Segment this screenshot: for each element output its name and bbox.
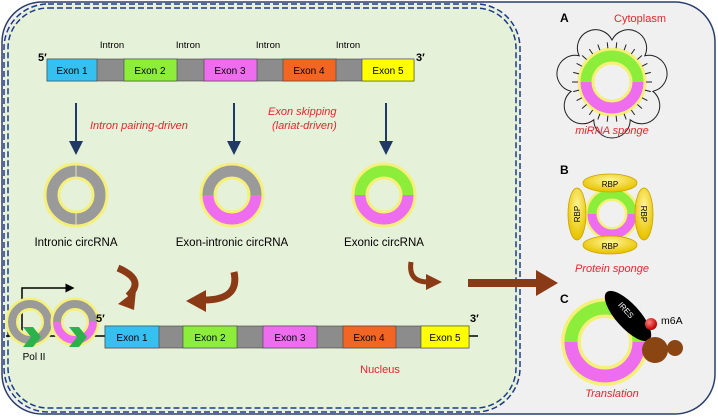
pol-ii-icon-2 <box>69 327 87 347</box>
gene-exon-4 <box>282 58 337 82</box>
gene-exon-3-label: Exon 3 <box>214 66 246 77</box>
mirna-binding-tick <box>637 55 643 60</box>
mirna-binding-tick <box>597 44 601 51</box>
tx-exon-2-label: Exon 2 <box>194 333 226 344</box>
mirna-binding-tick <box>641 97 648 102</box>
intron-label-1: Intron <box>100 40 124 51</box>
intronic-circrna-label: Intronic circRNA <box>34 237 117 249</box>
ribosome-large <box>642 337 668 363</box>
function-c-letter: C <box>560 292 569 306</box>
tx-exon-4-label: Exon 4 <box>353 333 385 344</box>
tx-exon-5-label: Exon 5 <box>429 333 461 344</box>
m6a-mark <box>645 318 657 330</box>
mirna-binding-tick <box>641 62 648 67</box>
gene-exon-5-label: Exon 5 <box>372 66 404 77</box>
rbp-top <box>582 173 638 193</box>
promoter-arrow <box>21 283 75 336</box>
gene-exon-4-label: Exon 4 <box>293 66 325 77</box>
tx-3prime-label: 3′ <box>470 313 479 325</box>
rbp-left-label: RBP <box>573 206 582 222</box>
function-b-letter: B <box>560 163 569 177</box>
rbp-left <box>567 187 587 241</box>
function-c-translation: C IRES m6A Translation <box>560 290 683 400</box>
mirna-binding-tick <box>576 62 583 67</box>
intron-pairing-label: Intron pairing-driven <box>90 120 188 132</box>
intron-label-3: Intron <box>256 40 280 51</box>
mirna-binding-tick <box>637 104 643 109</box>
mirna-binding-tick <box>644 71 651 75</box>
exon-intronic-circrna-label: Exon-intronic circRNA <box>176 237 289 249</box>
rbp-top-label: RBP <box>602 180 618 189</box>
tx-exon-3 <box>262 325 318 349</box>
cytoplasm-label: Cytoplasm <box>614 13 666 25</box>
intron-label-4: Intron <box>336 40 360 51</box>
mirna-binding-tick <box>588 48 594 55</box>
function-b-label: Protein sponge <box>575 263 649 275</box>
exonic-circrna-label: Exonic circRNA <box>344 237 424 249</box>
gene-5prime-label: 5′ <box>38 52 47 64</box>
mirna-binding-tick <box>615 42 618 49</box>
intronic-circrna <box>43 162 109 228</box>
gene-exon-2 <box>123 58 178 82</box>
mirna-binding-tick <box>581 55 587 60</box>
nucleus-label: Nucleus <box>360 364 400 376</box>
ires-element <box>604 290 652 342</box>
gene-3prime-label: 3′ <box>416 52 425 64</box>
mirna-binding-tick <box>623 113 627 120</box>
mirna-binding-tick <box>606 115 609 122</box>
mirna-binding-tick <box>588 109 594 116</box>
mirna-binding-tick <box>597 113 601 120</box>
function-b-protein-sponge: B RBP RBP RBP RBP Protein sponge <box>560 163 654 275</box>
mirna-binding-tick <box>630 48 636 55</box>
tx-exon-1 <box>104 325 160 349</box>
lariat-driven-label: (lariat-driven) <box>272 120 337 132</box>
pol-ii-icon <box>23 327 41 347</box>
exonic-circrna <box>351 162 417 228</box>
rbp-bottom-label: RBP <box>602 242 618 251</box>
function-a-letter: A <box>560 11 569 25</box>
mirna-binding-tick <box>573 89 580 93</box>
function-a-label: miRNA sponge <box>575 125 649 137</box>
mirna-binding-tick <box>573 71 580 75</box>
gene-exon-3 <box>203 58 258 82</box>
gene-exon-1-label: Exon 1 <box>56 66 88 77</box>
mirna-scallop-outline <box>556 29 668 139</box>
m6a-label: m6A <box>661 315 683 327</box>
mirna-binding-tick <box>581 104 587 109</box>
rbp-right-label: RBP <box>639 206 648 222</box>
tx-exon-1-label: Exon 1 <box>116 333 148 344</box>
tx-exon-4 <box>342 325 397 349</box>
gene-exon-2-label: Exon 2 <box>134 66 166 77</box>
mirna-binding-tick <box>644 89 651 93</box>
tx-exon-3-label: Exon 3 <box>274 333 306 344</box>
intron-label-2: Intron <box>176 40 200 51</box>
mirna-binding-tick <box>623 44 627 51</box>
mirna-binding-tick <box>606 42 609 49</box>
brown-arrow-intronic <box>116 264 139 299</box>
transcription-row: Pol II 5′ 3′ Exon 1 Exon 2 Exon 3 Exon 4… <box>5 283 479 363</box>
function-a-mirna-sponge: A miRNA sponge <box>556 11 668 139</box>
function-c-label: Translation <box>585 388 639 400</box>
brown-arrow-exon-intronic <box>203 271 239 304</box>
mirna-binding-tick <box>615 115 618 122</box>
pol-ii-label: Pol II <box>23 352 46 363</box>
brown-arrow-exonic <box>408 261 429 285</box>
nucleus-region <box>3 3 521 413</box>
rbp-right <box>634 187 654 241</box>
mirna-binding-tick <box>576 97 583 102</box>
exon-intronic-circrna <box>199 162 265 228</box>
gene-exon-5 <box>361 58 415 82</box>
tx-exon-5 <box>420 325 470 349</box>
rbp-bottom <box>582 235 638 255</box>
tx-exon-2 <box>182 325 238 349</box>
ribosome-small <box>667 340 683 356</box>
gene-exon-1 <box>46 58 98 82</box>
export-arrow <box>468 270 558 296</box>
pre-mrna-gene: 5′ 3′ Exon 1 Exon 2 Exon 3 Exon 4 Exon 5… <box>38 40 425 82</box>
tx-5prime-label: 5′ <box>96 313 105 325</box>
mirna-binding-tick <box>630 109 636 116</box>
exon-skipping-label: Exon skipping <box>268 106 337 118</box>
